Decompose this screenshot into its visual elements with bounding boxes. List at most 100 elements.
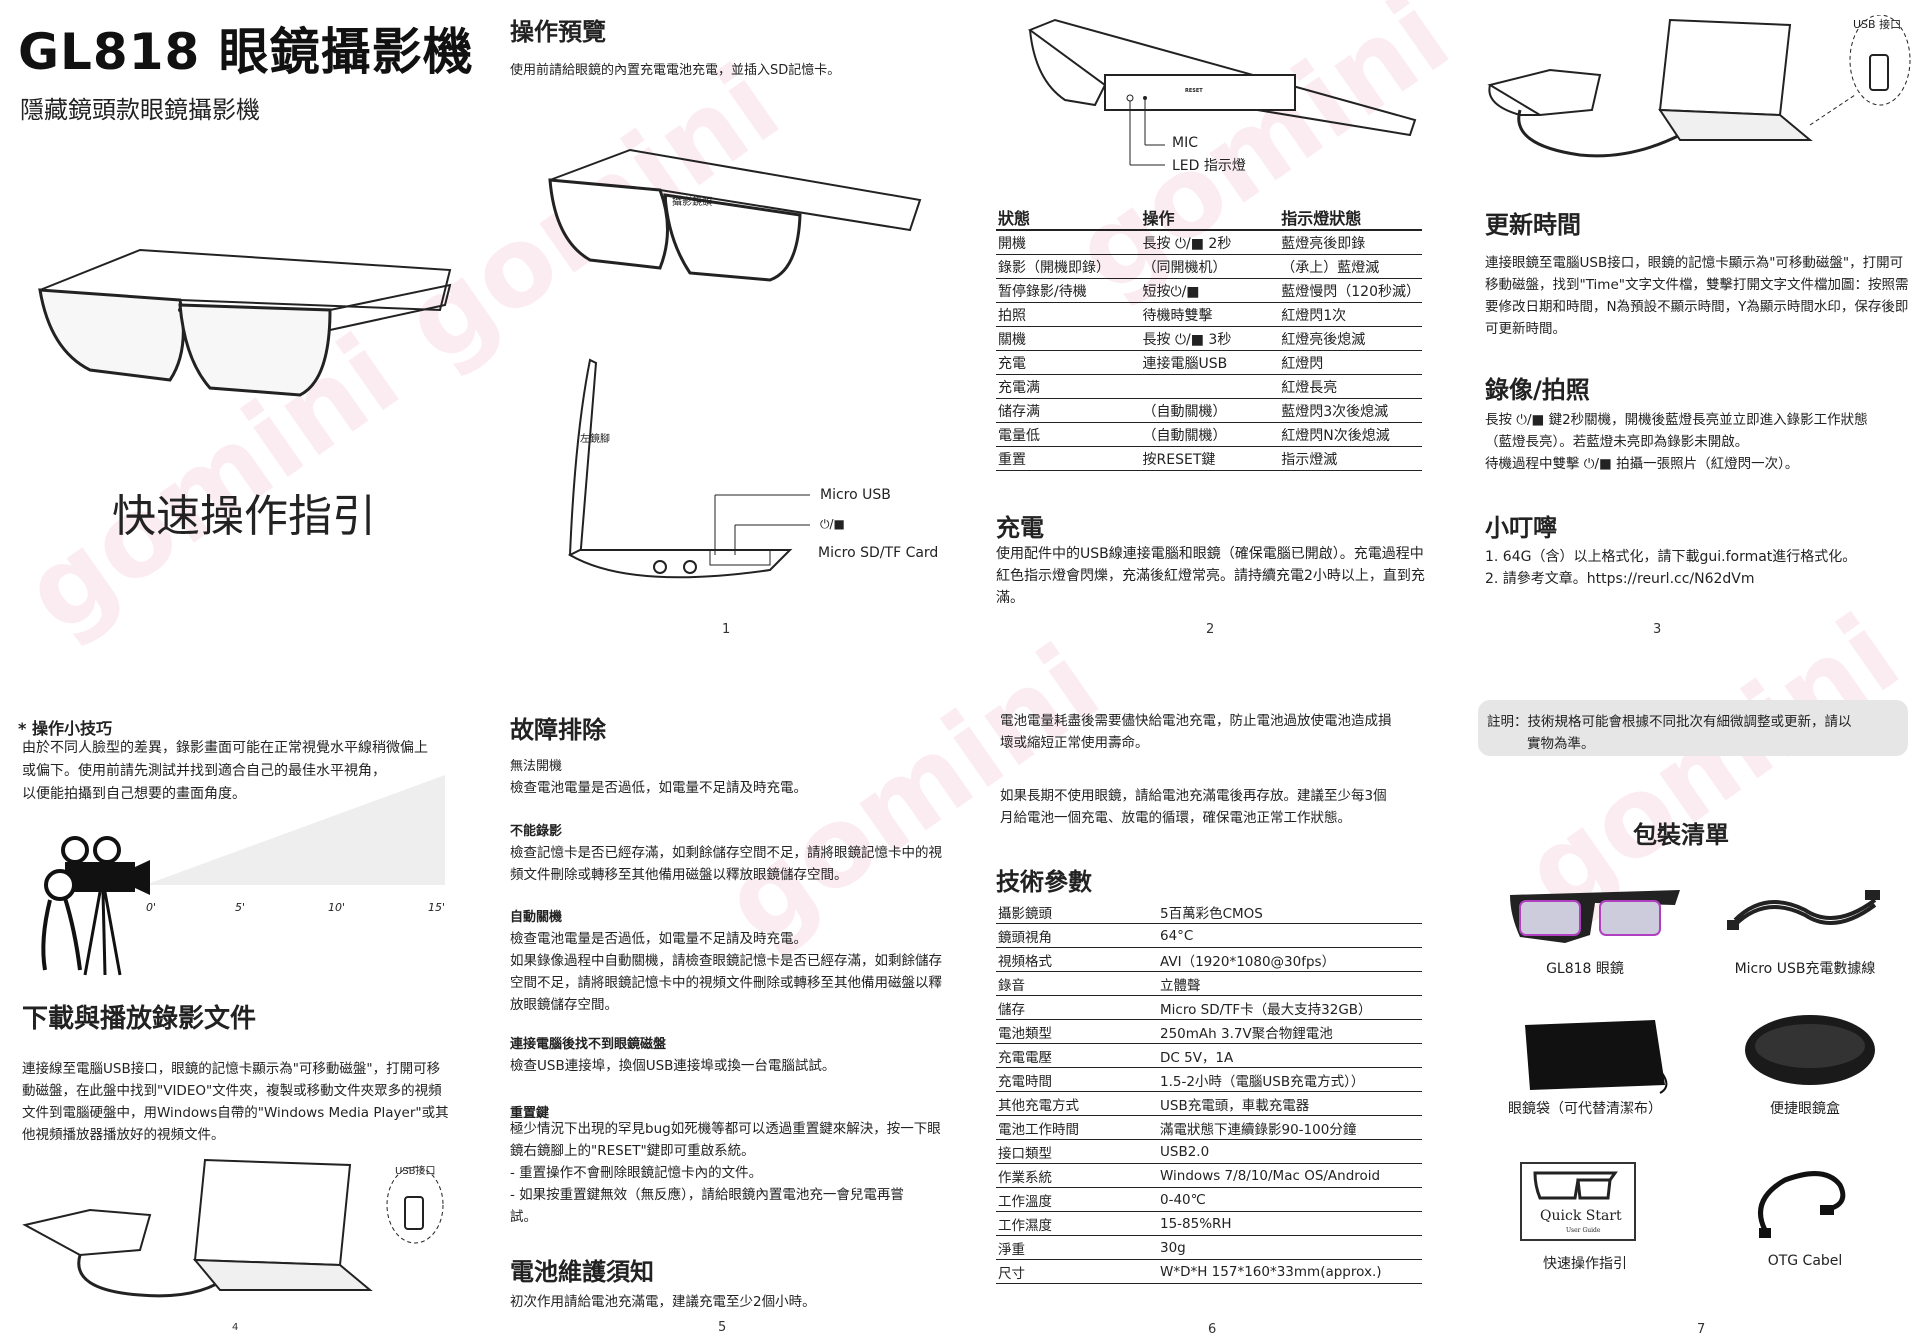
package-heading: 包裝清單: [1633, 821, 1729, 849]
table-cell: 紅燈長亮: [1279, 374, 1422, 399]
table-cell: 重置: [996, 446, 1141, 471]
table-row: 充電满紅燈長亮: [996, 374, 1422, 399]
user-guide-text: User Guide: [1566, 1227, 1601, 1234]
tip-line: 或偏下。使用前請先測試并找到適合自己的最佳水平視角，: [22, 763, 386, 779]
camera-angle-illustration: [41, 775, 445, 976]
pouch-image: [1525, 1020, 1668, 1094]
table-row: 關機長按 ⏻/■ 3秒紅燈亮後熄滅: [996, 326, 1422, 351]
update-time-heading: 更新時間: [1485, 211, 1581, 239]
spec-label: 視頻格式: [996, 947, 1158, 972]
spec-label: 工作濕度: [996, 1211, 1158, 1236]
spec-value: Windows 7/8/10/Mac OS/Android: [1158, 1163, 1422, 1188]
package-item-label: Micro USB充電數據線: [1734, 961, 1876, 977]
table-header: 狀態: [996, 205, 1141, 231]
page-number: 5: [718, 1320, 727, 1335]
spec-value: DC 5V，1A: [1158, 1043, 1422, 1068]
package-item-label: 快速操作指引: [1543, 1256, 1627, 1272]
page-number: 6: [1208, 1322, 1217, 1337]
operation-preview-intro: 使用前請給眼鏡的內置充電電池充電，並插入SD記憶卡。: [510, 63, 841, 78]
trouble-title: 自動關機: [510, 910, 563, 925]
record-line: 待機過程中雙擊 ⏻/■ 拍攝一張照片（紅燈閃一次）。: [1485, 456, 1799, 472]
table-row: 電池工作時間滿電狀態下連續錄影90-100分鐘: [996, 1115, 1422, 1140]
operation-preview-heading: 操作預覽: [510, 18, 606, 46]
spec-value: 立體聲: [1158, 971, 1422, 996]
spec-label: 電池類型: [996, 1019, 1158, 1044]
note-line: 實物為準。: [1527, 736, 1595, 752]
guide-title: 快速操作指引: [112, 491, 376, 542]
spec-label: 其他充電方式: [996, 1091, 1158, 1116]
mic-label: MIC: [1172, 135, 1198, 151]
tips-line: 1. 64G（含）以上格式化，請下載gui.format進行格式化。: [1485, 549, 1857, 565]
tip-line: 以便能拍攝到自己想要的畫面角度。: [22, 786, 246, 802]
charge-text: 使用配件中的USB線連接電腦和眼鏡（確保電腦已開啟）。充電過程中紅色指示燈會閃爍…: [996, 546, 1425, 606]
led-label: LED 指示燈: [1172, 158, 1246, 174]
glasses-icon: [1533, 1171, 1618, 1200]
table-header-row: 狀態 操作 指示燈狀態: [996, 205, 1422, 231]
table-cell: 開機: [996, 230, 1141, 255]
glasses-illustration: [38, 248, 452, 397]
table-cell: 指示燈滅: [1279, 446, 1422, 471]
troubleshooting-heading: 故障排除: [510, 716, 606, 744]
spec-label: 工作溫度: [996, 1187, 1158, 1212]
table-cell: 錄影（開機即錄）: [996, 254, 1141, 279]
table-row: 錄影（開機即錄）（同開機机）（承上）藍燈滅: [996, 254, 1422, 279]
tip-line: 由於不同人臉型的差異，錄影畫面可能在正常視覺水平線稍微偏上: [22, 740, 428, 756]
table-cell: 暂停錄影/待機: [996, 278, 1141, 303]
spec-label: 攝影鏡頭: [996, 900, 1158, 924]
table-cell: 紅燈閃: [1279, 350, 1422, 375]
battery-care-text: 初次作用請給電池充滿電，建議充電至少2個小時。: [510, 1294, 816, 1310]
page-number: 2: [1206, 622, 1215, 637]
sd-card-label: Micro SD/TF Card: [818, 545, 939, 561]
power-label: ⏻/■: [820, 517, 845, 531]
table-cell: 關機: [996, 326, 1141, 351]
usb-cable-image: [1727, 890, 1880, 930]
micro-usb-label: Micro USB: [820, 487, 891, 503]
table-header: 操作: [1140, 205, 1280, 231]
table-cell: （自動關機）: [1140, 422, 1280, 447]
package-item-label: 便捷眼鏡盒: [1770, 1101, 1840, 1117]
spec-value: Micro SD/TF卡（最大支持32GB）: [1158, 995, 1422, 1020]
spec-value: USB充電頭，車載充電器: [1158, 1091, 1422, 1116]
spec-label: 接口類型: [996, 1139, 1158, 1164]
case-image: [1745, 1015, 1875, 1085]
spec-value: 15-85%RH: [1158, 1211, 1422, 1236]
table-cell: 按RESET鍵: [1140, 446, 1280, 471]
page-number: 1: [722, 622, 731, 637]
package-item-label: 眼鏡袋（可代替清潔布）: [1508, 1101, 1662, 1117]
table-cell: （自動關機）: [1140, 398, 1280, 423]
spec-value: AVI（1920*1080@30fps）: [1158, 947, 1422, 972]
table-cell: 拍照: [996, 302, 1141, 327]
table-cell: 藍燈閃3次後熄滅: [1279, 398, 1422, 423]
spec-label: 充電時間: [996, 1067, 1158, 1092]
table-cell: 電量低: [996, 422, 1141, 447]
angle-tick: 15': [428, 901, 446, 914]
table-row: 储存满（自動關機）藍燈閃3次後熄滅: [996, 398, 1422, 423]
spec-label: 錄音: [996, 971, 1158, 996]
glasses-item-image: [1510, 890, 1680, 943]
package-item-label: OTG Cabel: [1767, 1253, 1843, 1269]
charge-heading: 充電: [996, 514, 1044, 542]
laptop-connection-illustration: [1487, 15, 1911, 158]
status-table: 狀態 操作 指示燈狀態 開機長按 ⏻/■ 2秒藍燈亮後即錄 錄影（開機即錄）（同…: [996, 205, 1422, 471]
table-cell: [1140, 374, 1280, 399]
usb-port-label: USB接口: [395, 1166, 436, 1177]
record-photo-heading: 錄像/拍照: [1485, 376, 1590, 404]
table-cell: 長按 ⏻/■ 2秒: [1140, 230, 1280, 255]
note-line: 註明：技術規格可能會根據不同批次有細微調整或更新，請以: [1487, 714, 1852, 730]
table-row: 重置按RESET鍵指示燈滅: [996, 446, 1422, 471]
trouble-text: 檢查電池電量是否過低，如電量不足請及時充電。 如果錄像過程中自動關機，請檢查眼鏡…: [510, 931, 942, 1013]
package-item-label: GL818 眼鏡: [1546, 961, 1624, 977]
spec-label: 尺寸: [996, 1259, 1158, 1284]
trouble-text: 檢查記憶卡是否已經存滿，如剩餘儲存空間不足，請將眼鏡記憶卡中的視頻文件刪除或轉移…: [510, 845, 942, 883]
angle-tick: 5': [235, 901, 246, 914]
table-row: 錄音立體聲: [996, 971, 1422, 996]
table-cell: （同開機机）: [1140, 254, 1280, 279]
table-cell: 储存满: [996, 398, 1141, 423]
spec-value: 5百萬彩色CMOS: [1158, 900, 1422, 924]
